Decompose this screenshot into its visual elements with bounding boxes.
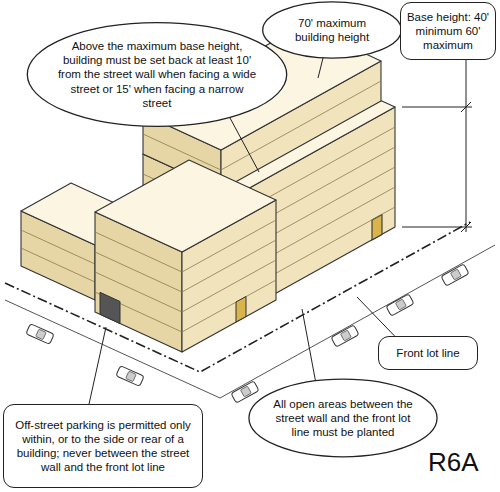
parking-entrance — [100, 292, 120, 323]
floor-line — [182, 280, 276, 332]
floor-line — [182, 220, 276, 272]
callout-ellipse — [262, 1, 402, 59]
car — [331, 325, 359, 347]
callout-text: Front lot line — [384, 346, 472, 360]
floor-line — [95, 232, 182, 272]
corner-building — [95, 160, 276, 352]
car — [26, 324, 54, 345]
callout-box: Base height: 40' minimum 60' maximum — [400, 2, 496, 60]
callout-text: Base height: 40' minimum 60' maximum — [407, 10, 490, 52]
callout-text: All open areas between the street wall a… — [267, 397, 419, 439]
callout-text-group: All open areas between the street wall a… — [267, 397, 419, 439]
floor-line — [21, 248, 95, 282]
callout-bubble: All open areas between the street wall a… — [248, 378, 438, 458]
callout-text-group: Off-street parking is permitted only wit… — [10, 418, 196, 474]
callout-text: Above the maximum base height, building … — [58, 39, 257, 109]
callout-text: 70' maximum building height — [283, 16, 381, 44]
car — [231, 381, 259, 403]
car — [386, 294, 414, 316]
callout-text: Off-street parking is permitted only wit… — [10, 418, 196, 474]
callout-text-group: Base height: 40' minimum 60' maximum — [407, 10, 490, 52]
zone-label: R6A — [428, 447, 479, 478]
floor-lines — [95, 220, 276, 332]
callout-text-group: Above the maximum base height, building … — [58, 39, 257, 109]
callout-bubble: Above the maximum base height, building … — [26, 21, 288, 128]
floor-line — [182, 240, 276, 292]
floor-line — [95, 252, 182, 292]
door — [236, 297, 246, 323]
car — [441, 264, 469, 286]
callout-text-group: 70' maximum building height — [283, 16, 381, 44]
callout-bubble: 70' maximum building height — [262, 1, 402, 59]
callout-box: Off-street parking is permitted only wit… — [3, 404, 203, 488]
dimension-line — [402, 30, 472, 232]
callout-box: Front lot line — [378, 336, 478, 370]
floor-lines — [21, 230, 95, 282]
floor-line — [182, 260, 276, 312]
floor-line — [21, 230, 95, 264]
floor-line — [95, 292, 182, 332]
car — [116, 366, 144, 387]
callout-text-group: Front lot line — [384, 346, 472, 360]
